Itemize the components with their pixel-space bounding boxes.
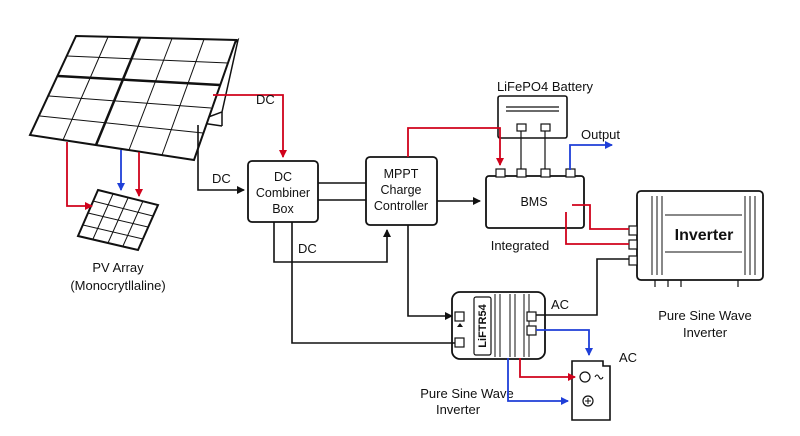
output-label: Output	[581, 127, 620, 142]
pv-array-label: PV Array	[92, 260, 144, 275]
wire-panel-to-combiner-black	[197, 125, 245, 194]
lower-inverter-unit	[451, 291, 546, 360]
battery-title: LiFePO4 Battery	[497, 79, 594, 94]
panel-to-panel-wires	[66, 142, 143, 210]
lower-inverter-caption-2: Inverter	[436, 402, 481, 417]
small-solar-panel-icon	[76, 188, 160, 252]
mppt-label-3: Controller	[374, 199, 428, 213]
dc-left-label: DC	[212, 171, 231, 186]
inverter-caption-2: Inverter	[683, 325, 728, 340]
inverter-name-label: Inverter	[675, 227, 734, 244]
wire-combiner-loop-to-mppt	[273, 222, 391, 263]
mppt-charge-controller-box	[365, 156, 438, 226]
wire-lower-to-ac-device-blue-1	[536, 329, 593, 356]
wire-combiner-to-lower-inverter	[291, 222, 455, 344]
ac-right-label: AC	[619, 350, 637, 365]
mppt-label-1: MPPT	[384, 167, 419, 181]
wire-bms-to-inverter-red-1	[572, 204, 629, 230]
wire-mppt-to-battery-red	[407, 127, 504, 166]
lower-inverter-caption-1: Pure Sine Wave	[420, 386, 513, 401]
dc-combiner-box	[247, 160, 319, 223]
combiner-label-3: Box	[272, 202, 294, 216]
integrated-label: Integrated	[491, 238, 550, 253]
wire-lower-to-ac-device-blue-2	[507, 358, 569, 405]
ac-upper-label: AC	[551, 297, 569, 312]
dc-top-label: DC	[256, 92, 275, 107]
dc-bottom-label: DC	[298, 241, 317, 256]
large-solar-panel-icon	[28, 34, 240, 162]
output-arrow	[569, 141, 613, 170]
combiner-label-1: DC	[274, 170, 292, 184]
pv-array-type-label: (Monocrytllaline)	[70, 278, 165, 293]
ac-load-device	[571, 360, 611, 421]
wire-lower-to-ac-device-red	[519, 358, 576, 381]
bms-label: BMS	[520, 195, 547, 209]
wire-lower-to-main-inverter-ac	[536, 258, 629, 316]
wire-bms-to-inverter-red-2	[565, 212, 629, 245]
lower-inverter-brand: LiFTR54	[477, 303, 489, 347]
wire-mppt-to-lower-inverter	[407, 225, 453, 320]
combiner-label-2: Combiner	[256, 186, 310, 200]
mppt-label-2: Charge	[381, 183, 422, 197]
bms-box	[485, 168, 585, 229]
inverter-caption-1: Pure Sine Wave	[658, 308, 751, 323]
battery-icon	[497, 95, 568, 170]
wire-panel-to-combiner-red	[213, 94, 287, 158]
